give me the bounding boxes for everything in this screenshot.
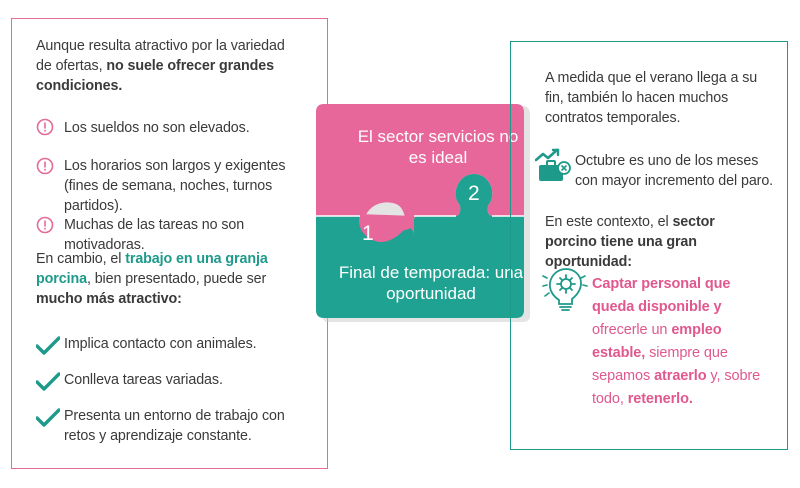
right-stat: Octubre es uno de los meses con mayor in… bbox=[575, 153, 774, 189]
puzzle-graphic bbox=[316, 104, 530, 322]
puzzle-number-one: 1 bbox=[362, 222, 374, 245]
right-context: En este contexto, el sector porcino tien… bbox=[545, 214, 715, 270]
check-item: Presenta un entorno de trabajo con retos… bbox=[64, 408, 285, 444]
check-item: Implica contacto con animales. bbox=[64, 336, 257, 352]
left-intro-text: Aunque resulta atractivo por la variedad… bbox=[36, 38, 285, 74]
right-panel bbox=[510, 41, 788, 450]
check-icon bbox=[36, 336, 60, 355]
lightbulb-gear-icon bbox=[542, 268, 588, 311]
left-intro: Aunque resulta atractivo por la variedad… bbox=[36, 36, 296, 96]
puzzle-bottom-label: Final de temporada: una oportunidad bbox=[338, 263, 524, 303]
left-contrast: En cambio, el trabajo en una granja porc… bbox=[36, 251, 268, 307]
warning-icon bbox=[36, 118, 54, 136]
warning-icon bbox=[36, 216, 54, 234]
check-icon bbox=[36, 408, 60, 427]
warning-icon bbox=[36, 157, 54, 175]
warning-item: Muchas de las tareas no son motivadoras. bbox=[64, 217, 245, 253]
puzzle-number-two: 2 bbox=[468, 182, 480, 205]
right-intro: A medida que el verano llega a su fin, t… bbox=[545, 70, 758, 126]
warning-item: Los horarios son largos y exigentes (fin… bbox=[64, 158, 286, 214]
check-item: Conlleva tareas variadas. bbox=[64, 372, 223, 388]
warning-item: Los sueldos no son elevados. bbox=[64, 120, 250, 136]
briefcase-trend-icon bbox=[535, 148, 571, 181]
check-icon bbox=[36, 372, 60, 391]
puzzle-top-label: El sector servicios no es ideal bbox=[357, 127, 519, 167]
right-highlight: Captar personal que queda disponible y o… bbox=[592, 276, 761, 407]
left-intro-bold: no suele ofrecer grandes condiciones. bbox=[36, 58, 274, 94]
